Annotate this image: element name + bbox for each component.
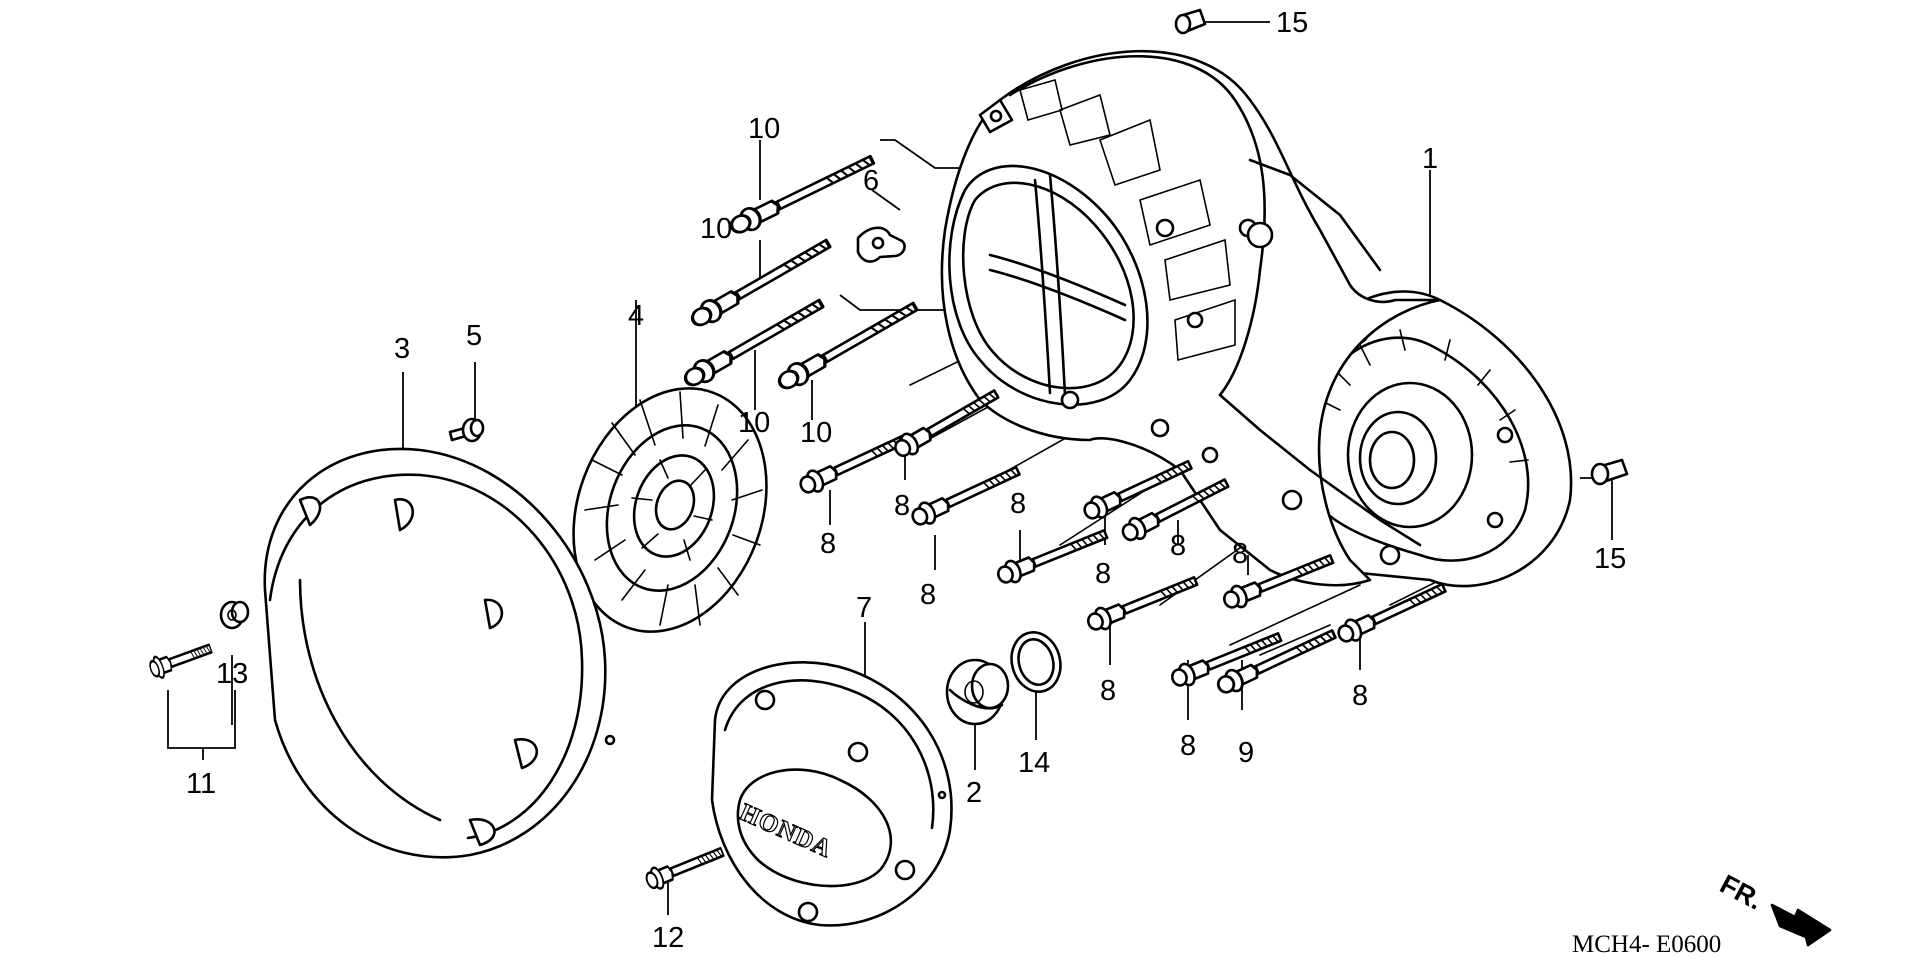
dowel-pin-part-15-right [1590,458,1629,486]
logo-cover-part-7: HONDA [710,661,953,927]
callout-13: 13 [216,658,248,690]
callout-12: 12 [652,922,684,954]
rotor-part-4 [572,387,768,633]
callout-8b: 8 [894,490,910,522]
callout-8j: 8 [1352,680,1368,712]
bolt-part-10-a [725,148,879,240]
bolt-part-8-b [889,383,1004,463]
callout-9: 9 [1238,737,1254,769]
front-direction-label: FR. [1715,869,1767,916]
callout-4: 4 [628,300,644,332]
callout-10a: 10 [748,113,780,145]
catalog-code: MCH4- E0600 [1572,931,1721,958]
callout-6: 6 [863,165,879,197]
callout-8d: 8 [1010,488,1026,520]
bolt-part-8-d [993,522,1112,589]
bolt-part-8-c [907,459,1024,531]
callout-8a: 8 [820,528,836,560]
screw-part-5 [448,417,485,443]
o-ring-part-14 [1010,631,1062,693]
front-direction-indicator: FR. [1715,869,1832,947]
callout-10d: 10 [800,417,832,449]
callout-8f: 8 [1170,530,1186,562]
crankcase-cover-housing [940,49,1442,587]
outer-cover-part-3 [263,447,616,859]
callout-3: 3 [394,333,410,365]
dowel-pin-part-15-top [1174,8,1207,35]
callout-10c: 10 [738,407,770,439]
callout-8i: 8 [1180,730,1196,762]
clamp-part-6 [856,226,906,263]
callout-8c: 8 [920,579,936,611]
bolt-part-12 [642,840,728,894]
callout-2: 2 [966,777,982,809]
callout-8g: 8 [1232,538,1248,570]
callout-8h: 8 [1100,675,1116,707]
callout-8e: 8 [1095,558,1111,590]
plug-part-2 [945,658,1010,726]
callout-10b: 10 [700,213,732,245]
callout-labels: 1 2 3 4 5 6 7 8 8 8 8 8 8 8 8 8 8 9 10 1… [186,7,1626,954]
callout-11: 11 [186,768,216,800]
callout-15b: 15 [1594,543,1626,575]
washer-part-13 [219,600,250,630]
callout-15a: 15 [1276,7,1308,39]
front-arrow-icon [1770,903,1832,947]
callout-7: 7 [856,592,872,624]
callout-5: 5 [466,320,482,352]
callout-14: 14 [1018,747,1050,779]
callout-1: 1 [1422,143,1438,175]
bolt-part-11 [146,636,216,682]
